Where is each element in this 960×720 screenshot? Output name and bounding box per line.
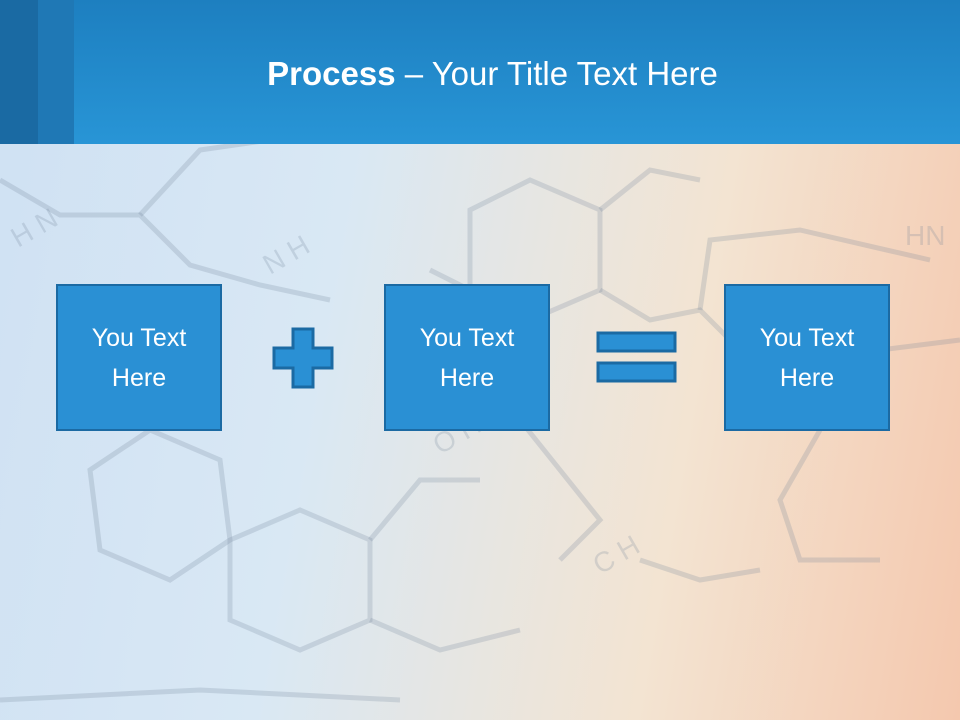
svg-text:N H: N H: [258, 229, 315, 280]
plus-icon: [272, 327, 334, 389]
process-box-text: You Text Here: [91, 323, 187, 392]
svg-text:C H: C H: [588, 529, 645, 580]
process-box-1[interactable]: You Text Here: [56, 284, 222, 431]
svg-text:HN: HN: [905, 220, 945, 251]
title-bold-text: Process: [267, 55, 396, 92]
equals-icon: [596, 331, 677, 383]
header-accent-stripe: [0, 0, 38, 144]
process-box-text: You Text Here: [419, 323, 515, 392]
title-rest-text: – Your Title Text Here: [395, 55, 718, 92]
title-bar: [0, 0, 960, 144]
header-accent-stripe: [38, 0, 74, 144]
process-box-text: You Text Here: [759, 323, 855, 392]
slide-title[interactable]: Process – Your Title Text Here: [0, 52, 960, 96]
process-box-2[interactable]: You Text Here: [384, 284, 550, 431]
process-box-3[interactable]: You Text Here: [724, 284, 890, 431]
